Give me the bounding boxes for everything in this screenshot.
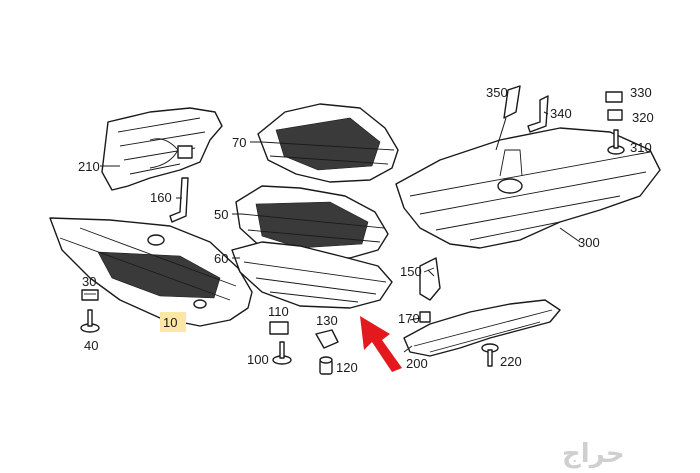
callout-150: 150 <box>400 264 422 279</box>
part-200-rear-bracket[interactable] <box>403 299 561 357</box>
callout-40: 40 <box>84 338 98 353</box>
part-60-lower-shield[interactable] <box>231 241 393 309</box>
part-300-rear-subframe[interactable] <box>395 127 661 249</box>
part-150-bracket[interactable] <box>419 257 441 301</box>
callout-320: 320 <box>632 110 654 125</box>
callout-210: 210 <box>78 159 100 174</box>
part-310-bolt[interactable] <box>607 129 625 155</box>
callout-50: 50 <box>214 207 228 222</box>
callout-350: 350 <box>486 85 508 100</box>
watermark-text: حراج <box>562 439 625 469</box>
callout-170: 170 <box>398 311 420 326</box>
callout-340: 340 <box>550 106 572 121</box>
callout-120: 120 <box>336 360 358 375</box>
part-340-hanger[interactable] <box>527 95 549 133</box>
part-350-hanger[interactable] <box>495 85 521 151</box>
callout-330: 330 <box>630 85 652 100</box>
part-160-rod-bracket[interactable] <box>169 177 189 223</box>
callout-300: 300 <box>578 235 600 250</box>
part-170-nut[interactable] <box>419 311 431 323</box>
callout-220: 220 <box>500 354 522 369</box>
callout-60: 60 <box>214 251 228 266</box>
callout-130: 130 <box>316 313 338 328</box>
callout-100: 100 <box>247 352 269 367</box>
part-320-clip[interactable] <box>607 109 623 121</box>
part-70-upper-shield[interactable] <box>257 103 399 183</box>
callout-30: 30 <box>82 274 96 289</box>
callout-110: 110 <box>268 304 289 319</box>
part-110-clip[interactable] <box>269 321 289 335</box>
part-40-bolt[interactable] <box>80 309 100 333</box>
leader-lines <box>100 111 581 353</box>
callout-200: 200 <box>406 356 428 371</box>
callout-10: 10 <box>163 315 177 330</box>
red-arrow-indicator <box>360 316 402 372</box>
part-100-bolt[interactable] <box>272 341 292 365</box>
part-10-front-underbody-panel[interactable] <box>49 217 253 327</box>
callout-160: 160 <box>150 190 172 205</box>
part-130-clip[interactable] <box>315 329 339 349</box>
part-220-bolt[interactable] <box>481 343 499 367</box>
callout-70: 70 <box>232 135 246 150</box>
part-50-middle-shield[interactable] <box>235 185 389 259</box>
callout-310: 310 <box>630 140 652 155</box>
highlight-box <box>160 312 186 332</box>
part-120-bushing[interactable] <box>319 356 333 375</box>
part-30-clip[interactable] <box>81 289 99 301</box>
part-330-clip[interactable] <box>605 91 623 103</box>
part-210-wheel-arch-liner[interactable] <box>101 107 223 191</box>
